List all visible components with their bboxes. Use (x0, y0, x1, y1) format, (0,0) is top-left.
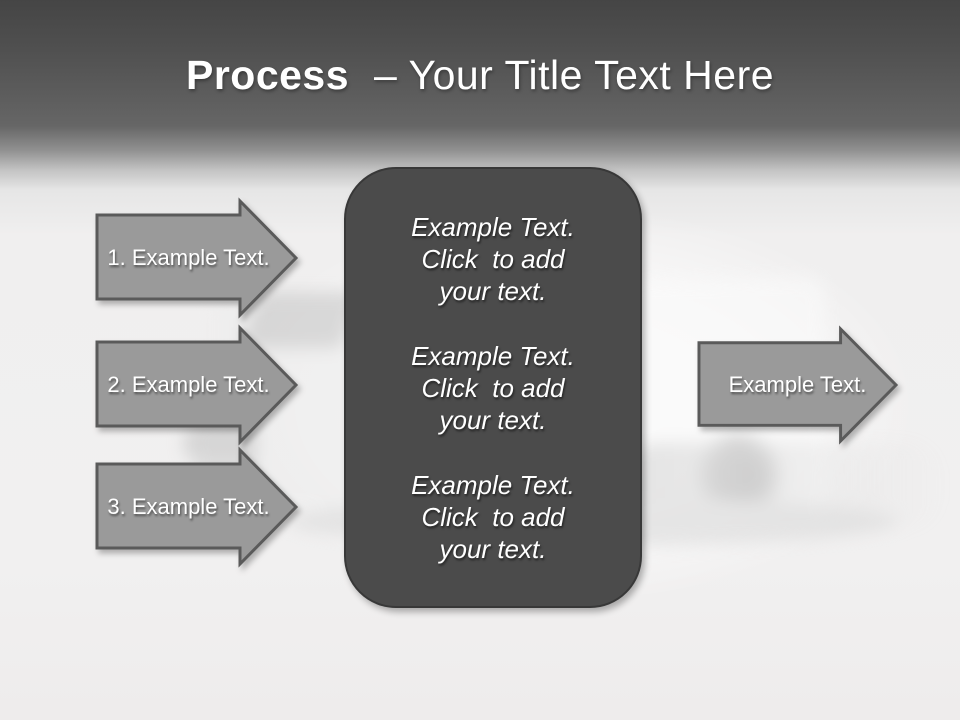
panel-text-block[interactable]: Example Text. Click to add your text. (411, 469, 575, 564)
title-keyword: Process (185, 51, 350, 98)
title-rest: – Your Title Text Here (374, 51, 775, 98)
right-arrow-icon (95, 197, 299, 319)
process-detail-panel[interactable]: Example Text. Click to add your text. Ex… (344, 167, 642, 608)
panel-text-block[interactable]: Example Text. Click to add your text. (411, 340, 575, 435)
process-step-arrow-2[interactable]: 2. Example Text. (95, 324, 299, 446)
panel-text-block[interactable]: Example Text. Click to add your text. (411, 211, 575, 306)
right-arrow-icon (697, 325, 899, 445)
process-step-arrow-1[interactable]: 1. Example Text. (95, 197, 299, 319)
right-arrow-icon (95, 446, 299, 568)
step-label: 2. Example Text. (107, 372, 270, 397)
page-title[interactable]: Process – Your Title Text Here (186, 52, 774, 99)
result-label: Example Text. (728, 372, 867, 397)
step-label: 1. Example Text. (107, 245, 270, 270)
right-arrow-icon (95, 324, 299, 446)
process-step-arrow-3[interactable]: 3. Example Text. (95, 446, 299, 568)
slide-header: Process – Your Title Text Here (0, 0, 960, 150)
van-motion-streak (618, 443, 948, 527)
step-label: 3. Example Text. (107, 494, 270, 519)
process-result-arrow[interactable]: Example Text. (697, 325, 899, 445)
van-rear-wheel (693, 430, 783, 520)
